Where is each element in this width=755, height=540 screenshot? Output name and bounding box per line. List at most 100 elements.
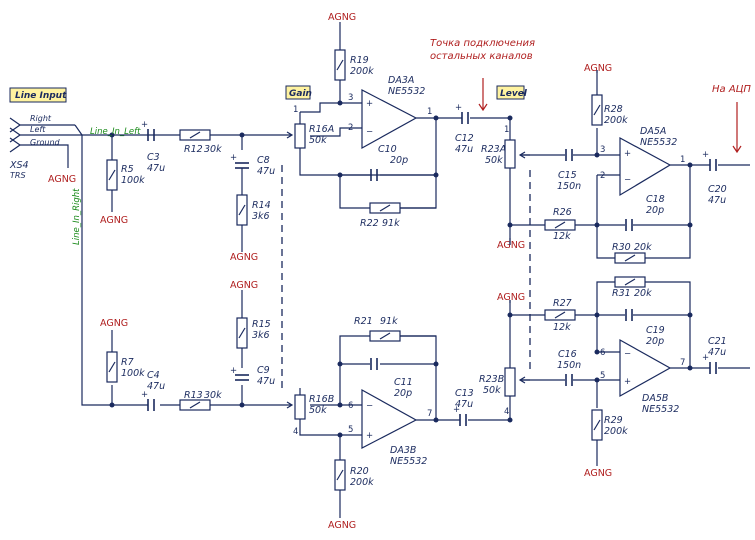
agng-stubs (67, 22, 598, 518)
pot-r16b (294, 394, 306, 420)
svg-text:−: − (366, 127, 373, 137)
svg-text:+: + (624, 377, 631, 387)
r23a-val: 50k (485, 155, 503, 166)
c16-ref: C16 (558, 349, 577, 360)
connection-point-label-2: остальных каналов (430, 51, 533, 62)
c12-val: 47u (455, 144, 473, 155)
trs-label: TRS (10, 171, 26, 180)
c16-val: 150n (557, 360, 581, 371)
pin-number: 2 (600, 171, 605, 181)
r28-val: 200k (604, 115, 628, 126)
pot-r23b (504, 367, 516, 397)
line-input-label: Line Input (15, 91, 67, 101)
opamp-da5a: + − (619, 136, 672, 197)
opamp-da5b: − + (619, 338, 672, 398)
junction-dots (109, 100, 693, 438)
c8-ref: C8 (257, 155, 270, 166)
r22-val: 91k (382, 218, 400, 229)
agng-label: AGNG (497, 240, 525, 251)
r31-val: 20k (634, 288, 652, 299)
c21-val: 47u (708, 347, 726, 358)
svg-text:+: + (366, 431, 373, 441)
r16a-val: 50k (309, 135, 327, 146)
c11-val: 20p (394, 388, 412, 399)
agng-label: AGNG (328, 520, 356, 531)
pin-number: 3 (348, 93, 353, 103)
opamp-da3a: + − (361, 89, 418, 150)
pin-number: 4 (293, 427, 298, 437)
svg-text:+: + (366, 99, 373, 109)
svg-text:+: + (455, 103, 462, 113)
pin-number: 6 (600, 348, 605, 358)
da3b-val: NE5532 (390, 456, 427, 467)
r20-val: 200k (350, 477, 374, 488)
c10-val: 20p (390, 155, 408, 166)
c4-val: 47u (147, 381, 165, 392)
wiper-arrow (282, 401, 294, 409)
r26-ref: R26 (553, 207, 572, 218)
c19-val: 20p (646, 336, 664, 347)
c8-val: 47u (257, 166, 275, 177)
pin-number: 3 (600, 145, 605, 155)
svg-text:+: + (141, 390, 148, 400)
level-box (496, 85, 525, 100)
r21-ref: R21 (354, 316, 373, 327)
r28-ref: R28 (604, 104, 623, 115)
da5b-ref: DA5B (642, 393, 668, 404)
r23b-ref: R23B (479, 374, 504, 385)
wiper-arrow (518, 151, 530, 159)
r29-ref: R29 (604, 415, 623, 426)
r23b-val: 50k (483, 385, 501, 396)
pin-number: 2 (348, 123, 353, 133)
c10-ref: C10 (378, 144, 397, 155)
r7-ref: R7 (121, 357, 134, 368)
c4-ref: C4 (147, 370, 160, 381)
r16b-ref: R16B (309, 394, 334, 405)
svg-text:−: − (624, 175, 631, 185)
pin-number: 1 (427, 107, 432, 117)
net-line-in-left: Line_In_Left (90, 127, 141, 137)
r23a-ref: R23A (481, 144, 506, 155)
r22-ref: R22 (360, 218, 379, 229)
svg-text:+: + (702, 150, 709, 160)
c11-ref: C11 (394, 377, 413, 388)
r16a-ref: R16A (309, 124, 334, 135)
gain-label: Gain (289, 89, 312, 99)
pin-number: 1 (504, 125, 509, 135)
agng-label: AGNG (328, 12, 356, 23)
c19-ref: C19 (646, 325, 665, 336)
agng-label: AGNG (100, 318, 128, 329)
opamp-da3b: − + (361, 388, 418, 449)
svg-text:+: + (702, 353, 709, 363)
da3b-ref: DA3B (390, 445, 416, 456)
pot-r23a (504, 139, 516, 169)
line-input-box (9, 87, 67, 103)
agng-label: AGNG (497, 292, 525, 303)
resistor-hatches (108, 59, 636, 481)
c13-val: 47u (455, 399, 473, 410)
pin-number: 1 (680, 155, 685, 165)
pin-number: 4 (504, 407, 509, 417)
r15-ref: R15 (252, 319, 271, 330)
svg-text:+: + (230, 153, 237, 163)
c20-val: 47u (708, 195, 726, 206)
level-label: Level (500, 89, 528, 99)
jack-left-label: Left (30, 125, 46, 134)
r29-val: 200k (604, 426, 628, 437)
r15-val: 3k6 (252, 330, 270, 341)
net-line-in-right: Line_In_Right (72, 188, 82, 245)
r27-val: 12k (553, 322, 571, 333)
r21-val: 91k (380, 316, 398, 327)
pin-number: 5 (600, 371, 605, 381)
agng-label: AGNG (100, 215, 128, 226)
c3-val: 47u (147, 163, 165, 174)
xs4-label: XS4 (9, 160, 29, 171)
da3a-val: NE5532 (388, 86, 425, 97)
r14-val: 3k6 (252, 211, 270, 222)
r19-ref: R19 (350, 55, 369, 66)
pin-number: 7 (680, 358, 685, 368)
r12-val: 30k (204, 144, 222, 155)
r13-val: 30k (204, 390, 222, 401)
agng-label: AGNG (584, 63, 612, 74)
